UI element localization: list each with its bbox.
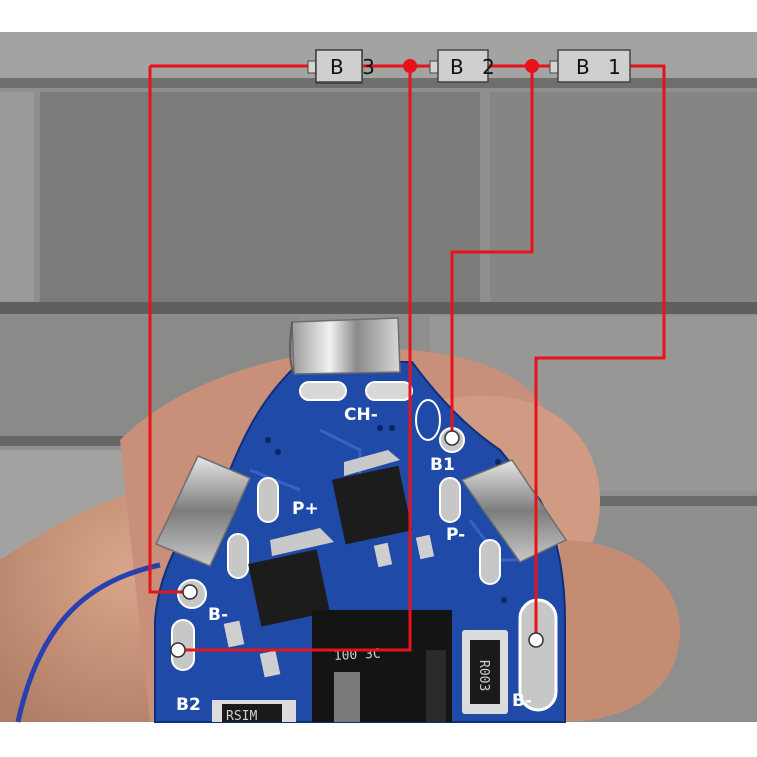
top-white-margin xyxy=(0,0,757,32)
label-p-plus: P+ xyxy=(292,499,319,519)
battery-cell-b1 xyxy=(549,49,631,83)
label-b2: B2 xyxy=(176,695,201,715)
connector-block: 100 3C xyxy=(312,610,452,722)
label-b-minus-right: B- xyxy=(512,691,532,711)
bottom-white-margin xyxy=(0,722,757,757)
battery-cell-b2 xyxy=(429,49,489,83)
junction-dot-b2-b1 xyxy=(525,59,539,73)
battery-tabs xyxy=(154,317,568,567)
label-b1: B1 xyxy=(430,455,455,475)
blue-wire xyxy=(15,562,161,723)
cell-label-b2: B 2 xyxy=(450,55,501,79)
mosfets xyxy=(223,450,435,678)
terminal-points xyxy=(170,430,544,658)
cell-label-b1: B 1 xyxy=(576,55,627,79)
diode-text: RSIM xyxy=(226,709,257,724)
battery-cell-b3-wide xyxy=(315,49,363,83)
label-p-minus: P- xyxy=(446,525,465,545)
junction-dot-b3-b2 xyxy=(403,59,417,73)
wiring-overlay xyxy=(148,64,666,652)
label-b-minus-left: B- xyxy=(208,605,228,625)
label-ch-minus: CH- xyxy=(344,405,378,425)
brick-pattern xyxy=(0,32,757,722)
resistor-text: R003 xyxy=(476,660,491,691)
diode: RSIM xyxy=(212,700,296,724)
cell-label-b3: B 3 xyxy=(330,55,381,79)
resistor: R003 xyxy=(462,630,508,714)
